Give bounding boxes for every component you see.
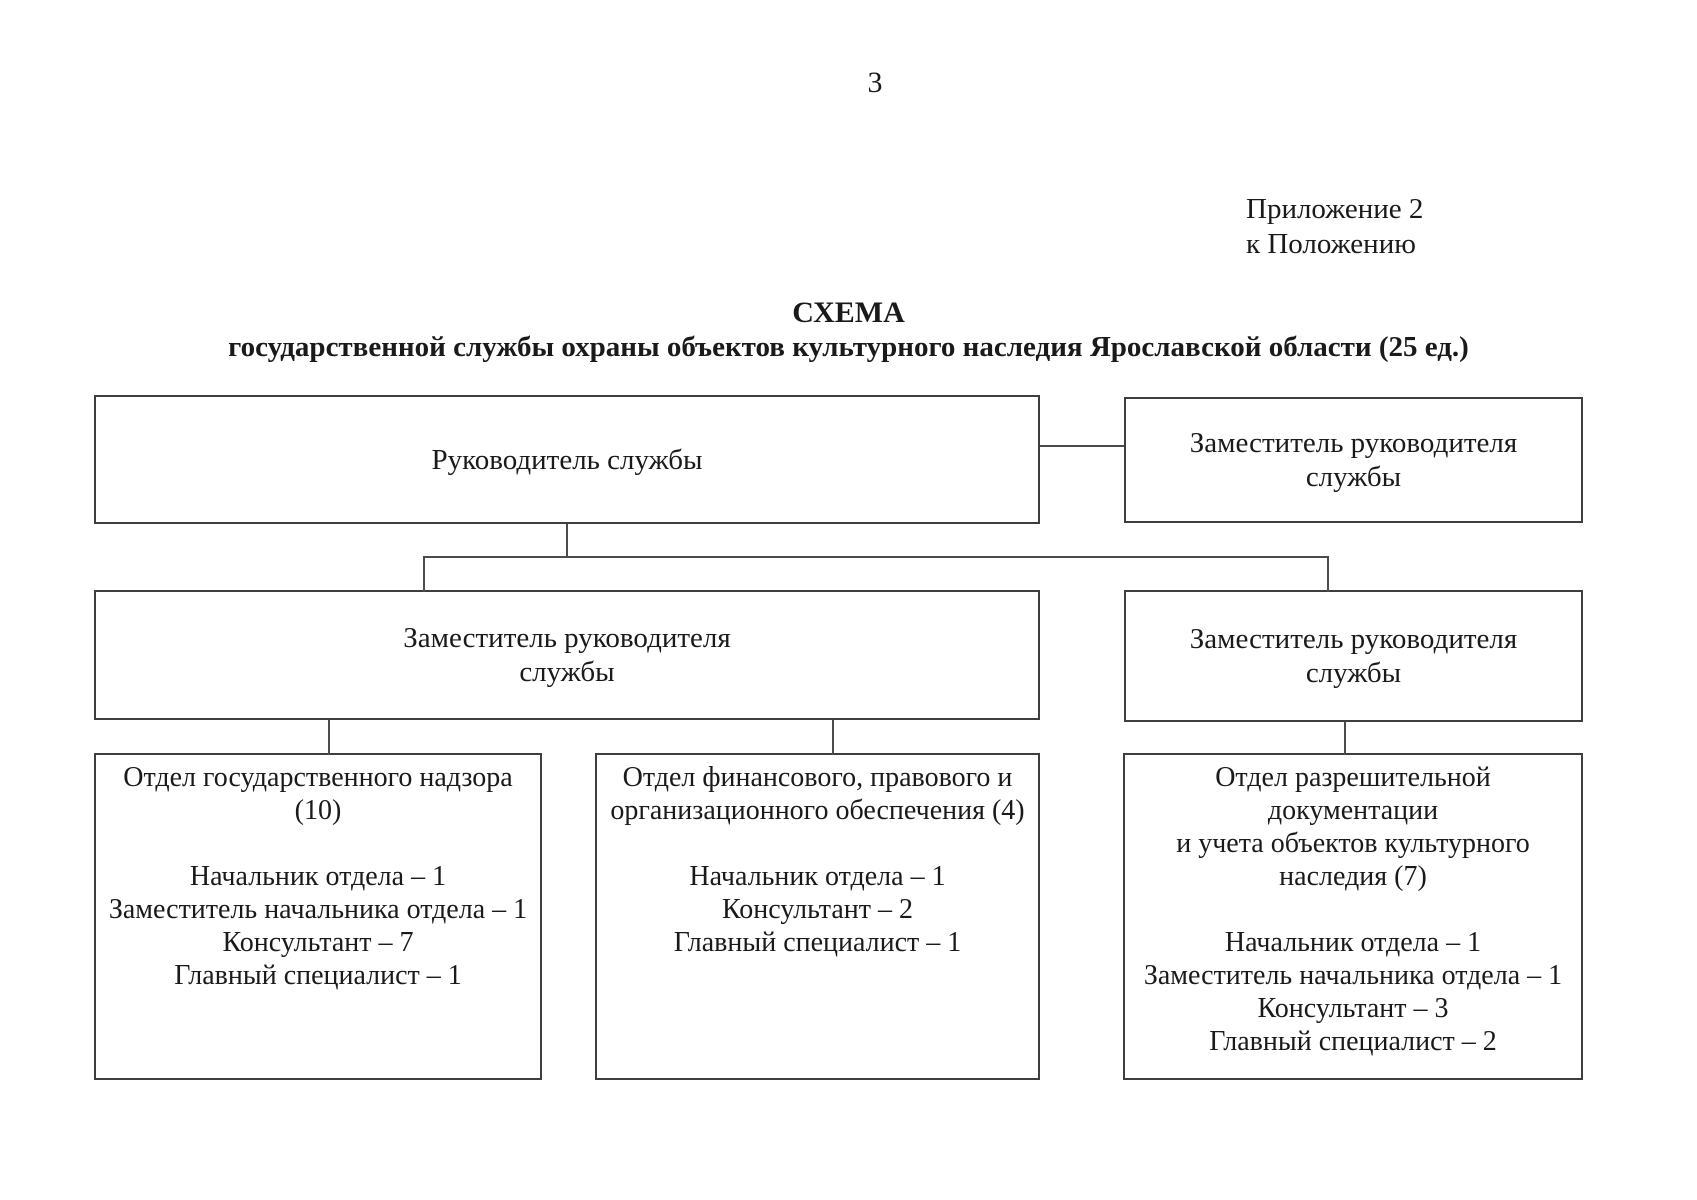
connector-head-down	[566, 524, 568, 558]
appendix-annotation-line2: к Положению	[1246, 228, 1416, 260]
connector-drop-deputy-left	[423, 558, 425, 592]
appendix-annotation: Приложение 2 к Положению	[1246, 192, 1423, 262]
box-dept-state-supervision: Отдел государственного надзора (10) Нача…	[94, 753, 542, 1080]
dept-b-title-line2: организационного обеспечения (4)	[610, 795, 1025, 826]
dept-b-title-line1: Отдел финансового, правового и	[622, 762, 1013, 793]
deputy-top-right-line2: службы	[1305, 461, 1402, 493]
dept-a-title-line2: (10)	[294, 795, 342, 826]
box-deputy-right: Заместитель руководителя службы	[1124, 590, 1583, 722]
box-dept-permits-registration: Отдел разрешительной документации и учет…	[1123, 753, 1583, 1080]
deputy-right-line1: Заместитель руководителя	[1189, 623, 1518, 655]
dept-c-title-line4: наследия (7)	[1279, 861, 1427, 892]
box-head-of-service: Руководитель службы	[94, 395, 1040, 524]
dept-c-title-line1: Отдел разрешительной	[1215, 762, 1491, 793]
connector-head-to-deputy-top	[1040, 445, 1124, 447]
dept-a-title-line1: Отдел государственного надзора	[123, 762, 513, 793]
deputy-left-line2: службы	[519, 656, 615, 688]
connector-drop-deputy-right	[1327, 558, 1329, 592]
appendix-annotation-line1: Приложение 2	[1246, 193, 1424, 225]
staff-line: Главный специалист – 2	[1209, 1026, 1497, 1057]
deputy-left-line1: Заместитель руководителя	[403, 622, 731, 654]
connector-drop-dept-c	[1344, 722, 1346, 755]
schema-subtitle: государственной службы охраны объектов к…	[228, 331, 1469, 363]
connector-drop-dept-b	[832, 720, 834, 755]
box-dept-finance-legal: Отдел финансового, правового и организац…	[595, 753, 1040, 1080]
staff-line: Консультант – 3	[1257, 993, 1449, 1024]
spacer	[96, 827, 540, 860]
box-deputy-left: Заместитель руководителя службы	[94, 590, 1040, 720]
connector-trunk-horizontal	[423, 556, 1329, 558]
head-of-service-label: Руководитель службы	[431, 443, 703, 476]
dept-finance-legal-staff: Начальник отдела – 1 Консультант – 2 Гла…	[597, 860, 1038, 959]
staff-line: Заместитель начальника отдела – 1	[108, 894, 528, 925]
staff-line: Главный специалист – 1	[174, 960, 462, 991]
page-number: 3	[867, 66, 883, 99]
spacer	[597, 827, 1038, 860]
dept-finance-legal-title: Отдел финансового, правового и организац…	[597, 761, 1038, 827]
deputy-top-right-line1: Заместитель руководителя	[1189, 427, 1518, 459]
staff-line: Заместитель начальника отдела – 1	[1143, 960, 1563, 991]
staff-line: Главный специалист – 1	[673, 927, 962, 958]
dept-state-supervision-title: Отдел государственного надзора (10)	[96, 761, 540, 827]
dept-c-title-line3: и учета объектов культурного	[1176, 828, 1530, 859]
dept-permits-registration-title: Отдел разрешительной документации и учет…	[1125, 761, 1581, 893]
dept-state-supervision-staff: Начальник отдела – 1 Заместитель начальн…	[96, 860, 540, 992]
connector-drop-dept-a	[328, 720, 330, 755]
spacer	[1125, 893, 1581, 926]
dept-permits-registration-staff: Начальник отдела – 1 Заместитель начальн…	[1125, 926, 1581, 1058]
staff-line: Консультант – 7	[222, 927, 414, 958]
staff-line: Консультант – 2	[722, 894, 913, 925]
deputy-right-line2: службы	[1305, 657, 1402, 689]
staff-line: Начальник отдела – 1	[189, 861, 447, 892]
schema-title: СХЕМА	[792, 296, 905, 329]
dept-c-title-line2: документации	[1267, 795, 1439, 826]
staff-line: Начальник отдела – 1	[689, 861, 946, 892]
staff-line: Начальник отдела – 1	[1224, 927, 1482, 958]
box-deputy-top-right: Заместитель руководителя службы	[1124, 397, 1583, 523]
